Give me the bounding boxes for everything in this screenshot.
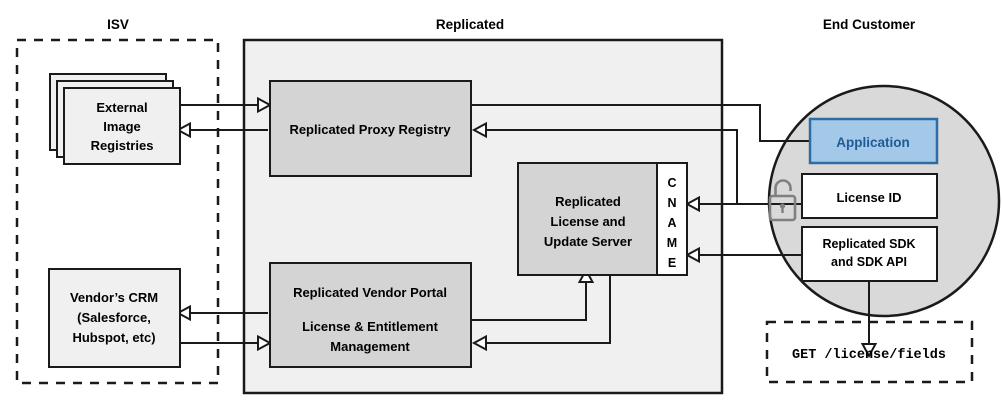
zone-title-end-customer: End Customer <box>823 17 916 32</box>
arrowhead-sdk-to-api-call <box>860 343 878 359</box>
vendors-crm[interactable] <box>48 268 181 368</box>
vendor-portal-label-line1: Replicated Vendor Portal <box>293 285 447 300</box>
cname-letter-1: N <box>667 196 676 210</box>
replicated-sdk[interactable] <box>801 226 938 282</box>
replicated-sdk-label-line1: Replicated SDK <box>822 237 915 251</box>
zone-title-isv: ISV <box>107 17 129 32</box>
arrowhead-sdk-to-cname <box>684 246 700 264</box>
arrowhead-licenseid-to-cname <box>684 195 700 213</box>
connector-customer-to-proxy <box>486 129 738 204</box>
connector-license-server-to-portal <box>486 275 611 344</box>
replicated-proxy-registry[interactable] <box>269 80 472 177</box>
vendor-portal-label-line2: License & Entitlement <box>302 319 438 334</box>
connector-portal-to-license-server <box>470 282 587 321</box>
vendors-crm-label-line3: Hubspot, etc) <box>72 330 155 345</box>
external-image-registries-label-line1: External <box>96 100 147 115</box>
api-call-label: GET /license/fields <box>792 348 946 363</box>
replicated-vendor-portal[interactable] <box>269 262 472 368</box>
arrowhead-proxy-to-registries <box>175 121 191 139</box>
cname-letter-4: E <box>668 256 676 270</box>
arrowhead-customer-to-proxy <box>471 121 487 139</box>
api-call-boundary <box>765 320 974 384</box>
license-update-server-label-line3: Update Server <box>544 234 632 249</box>
zone-title-replicated: Replicated <box>436 17 504 32</box>
vendors-crm-label-line1: Vendor’s CRM <box>70 290 158 305</box>
external-image-registries-label-line3: Registries <box>91 138 154 153</box>
license-update-server-label-line2: License and <box>550 214 625 229</box>
cname-letter-2: A <box>667 216 676 230</box>
license-update-server-label-line1: Replicated <box>555 194 621 209</box>
connector-proxy-to-application <box>470 104 810 142</box>
replicated-proxy-registry-label: Replicated Proxy Registry <box>289 122 451 137</box>
arrowhead-crm-to-portal <box>257 334 273 352</box>
cname-letter-3: M <box>667 236 677 250</box>
application-label: Application <box>836 135 910 150</box>
cname-letter-0: C <box>667 176 676 190</box>
unlocked-padlock-icon <box>768 179 797 222</box>
arrowhead-license-server-to-portal <box>471 334 487 352</box>
application[interactable] <box>808 117 939 165</box>
license-id[interactable] <box>801 173 938 219</box>
arrowhead-registries-to-proxy <box>257 96 273 114</box>
replicated-sdk-label-line2: and SDK API <box>831 255 907 269</box>
cname-endpoint[interactable] <box>656 162 688 276</box>
arrowhead-portal-to-crm <box>175 304 191 322</box>
external-image-registries[interactable] <box>63 87 181 165</box>
vendors-crm-label-line2: (Salesforce, <box>77 310 151 325</box>
license-id-label: License ID <box>836 190 901 205</box>
external-image-registries-label-line2: Image <box>103 119 141 134</box>
vendor-portal-label-line3: Management <box>330 339 410 354</box>
replicated-license-update-server[interactable] <box>517 162 659 276</box>
